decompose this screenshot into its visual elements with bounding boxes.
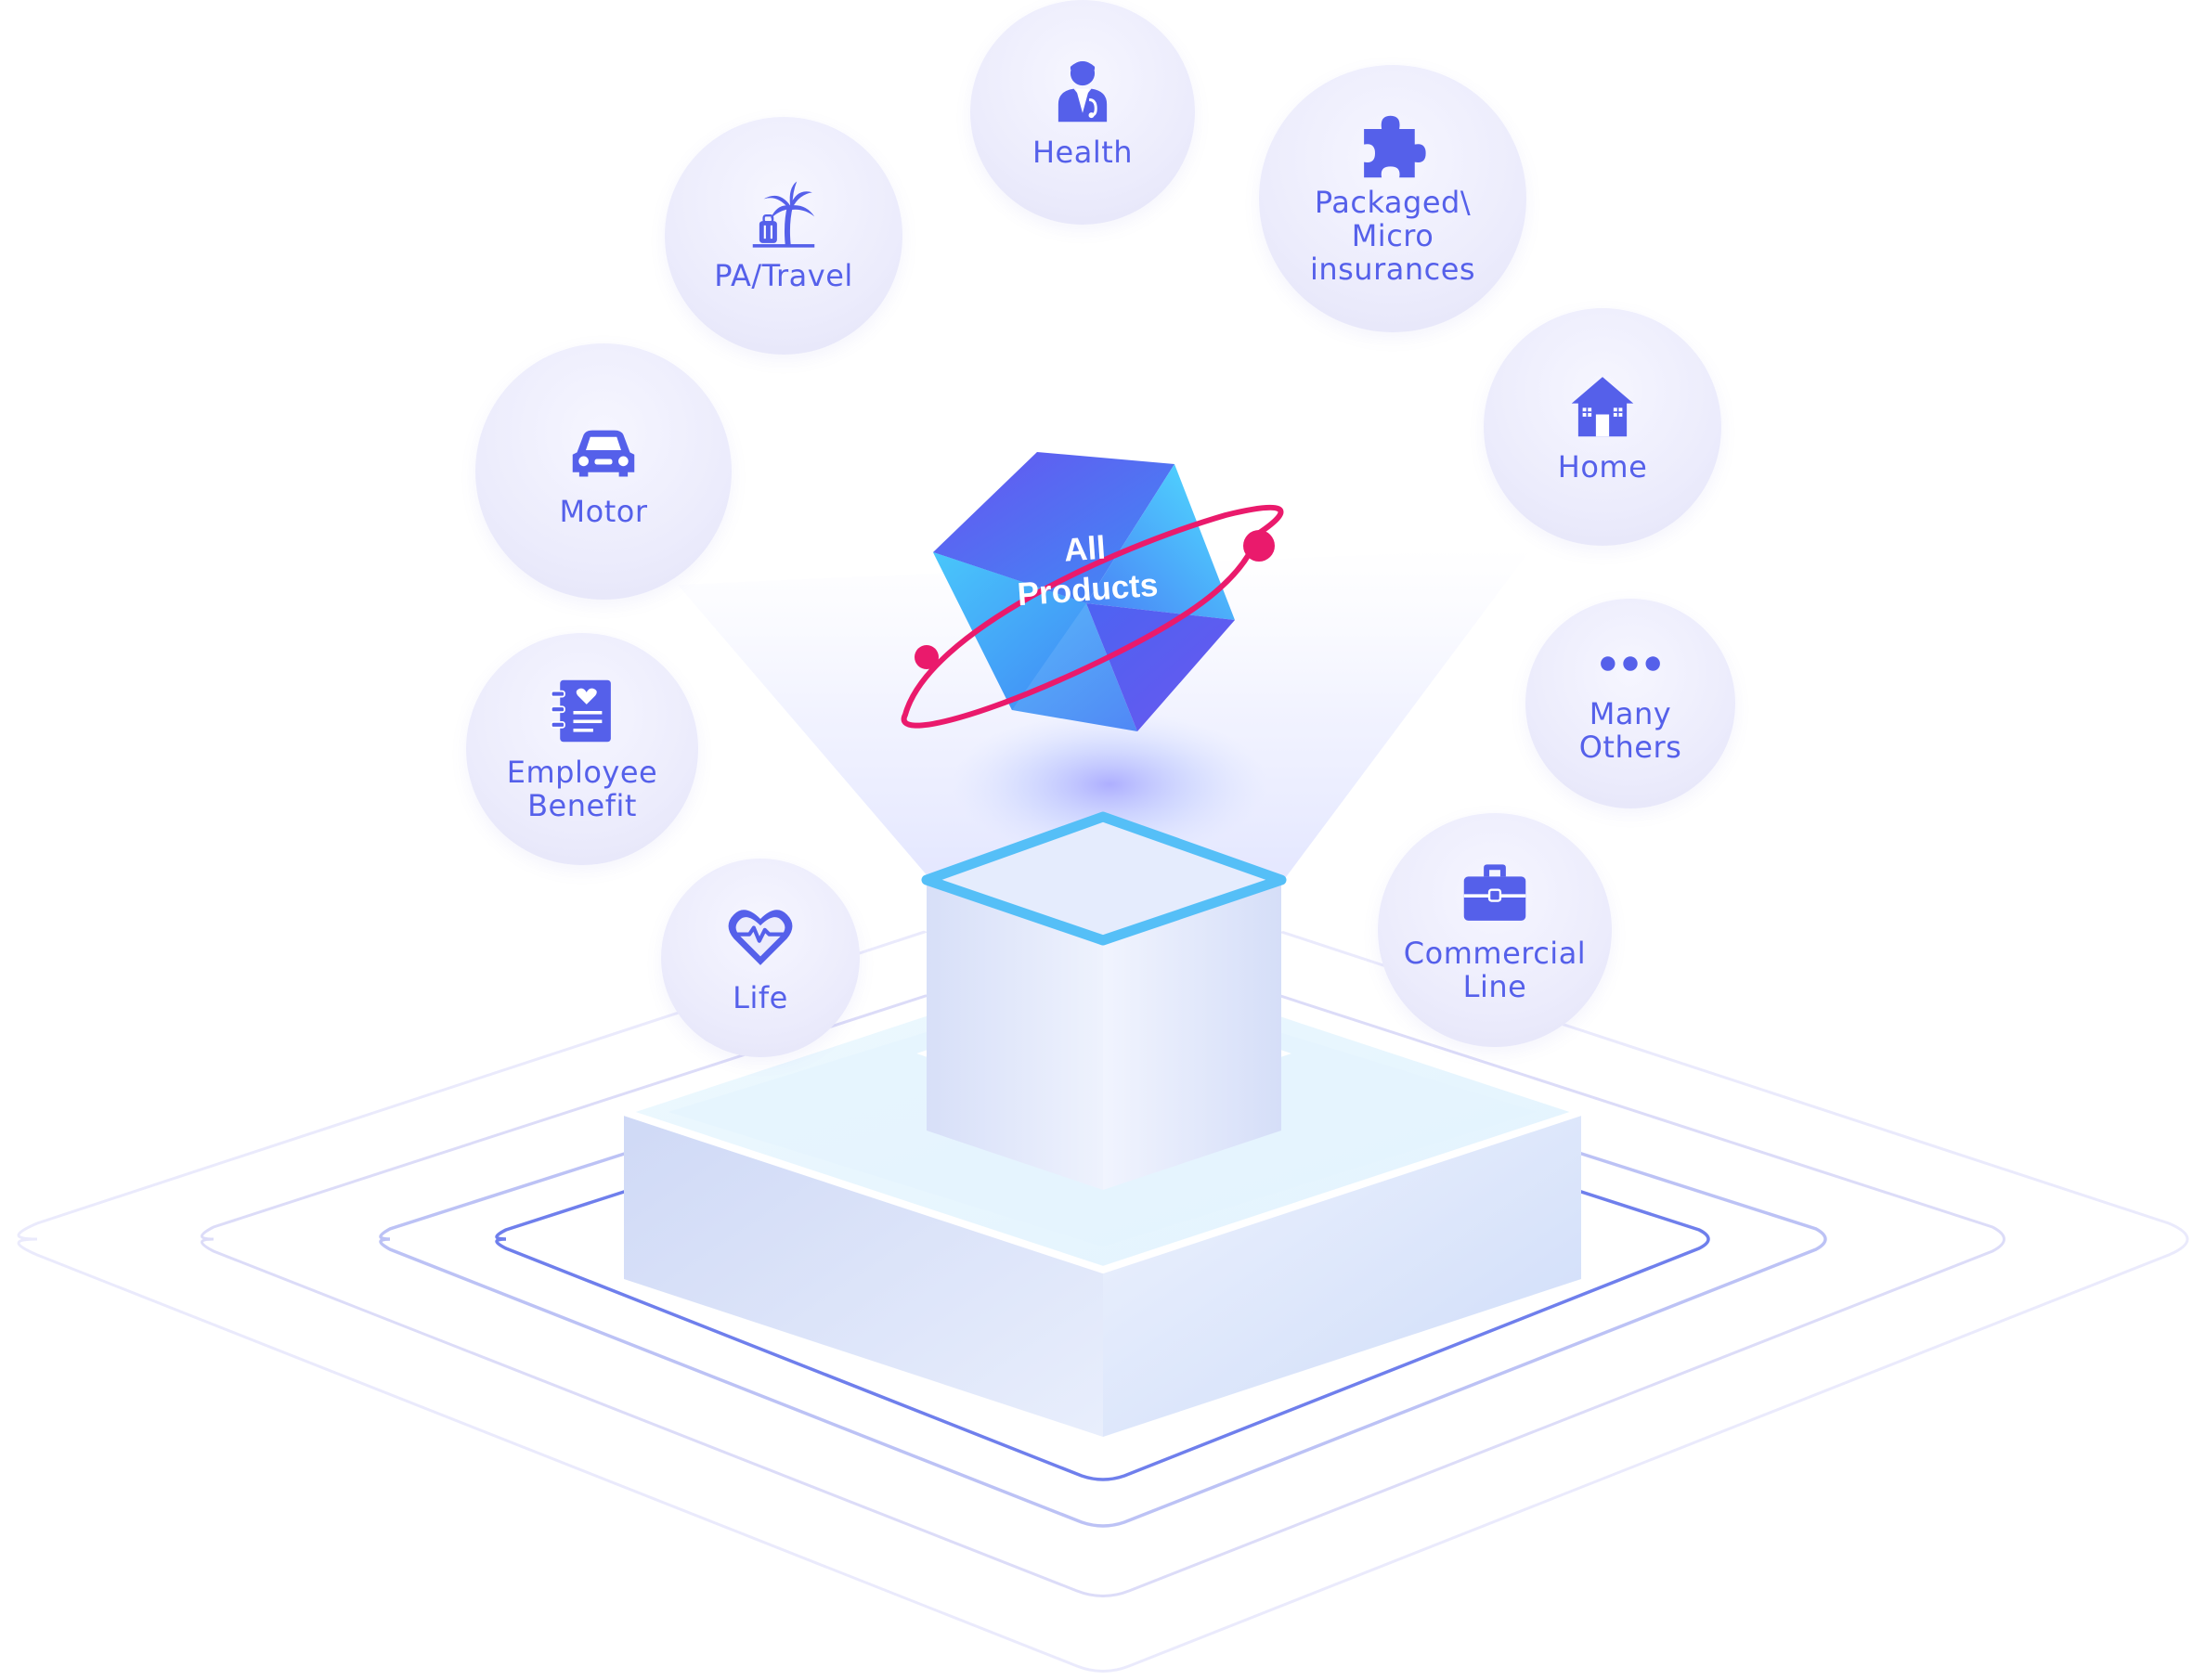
slab-stack — [916, 811, 1291, 1190]
car-icon — [572, 430, 635, 477]
puzzle-piece-icon — [1364, 115, 1426, 178]
orbit — [901, 504, 1284, 729]
house-icon — [1571, 377, 1634, 437]
doctor-icon — [1058, 60, 1108, 123]
cube-glow — [952, 710, 1267, 859]
life-label: Life — [733, 980, 788, 1015]
ring-group — [17, 875, 2189, 1673]
motor-label: Motor — [559, 494, 648, 529]
commercial-line-label: Commercial Line — [1403, 936, 1587, 1004]
outer-ring — [17, 875, 2189, 1673]
glowing-top-outline — [921, 811, 1287, 946]
ring-3 — [379, 1002, 1827, 1528]
benefit-document-icon — [550, 679, 611, 743]
orbit-dot-small — [915, 645, 939, 669]
ellipsis-icon — [1601, 656, 1660, 671]
bubble-health[interactable]: Health — [970, 0, 1195, 225]
health-label: Health — [1032, 135, 1134, 170]
bubble-packaged-micro-insurances[interactable]: Packaged\ Micro insurances — [1259, 65, 1526, 332]
bubble-motor[interactable]: Motor — [475, 343, 732, 600]
bubble-home[interactable]: Home — [1484, 308, 1721, 546]
many-others-label: Many Others — [1578, 696, 1682, 765]
heart-pulse-icon — [728, 910, 793, 965]
packaged-micro-insurances-label: Packaged\ Micro insurances — [1309, 185, 1476, 287]
ring-2 — [201, 940, 2005, 1597]
all-products-label: All Products — [1016, 529, 1160, 614]
ring-4 — [495, 1039, 1710, 1481]
bubble-commercial-line[interactable]: Commercial Line — [1378, 813, 1612, 1047]
employee-benefit-label: Employee Benefit — [506, 755, 658, 823]
bubble-life[interactable]: Life — [661, 859, 860, 1057]
slab-1-top — [921, 811, 1287, 995]
palm-tree-luggage-icon — [752, 181, 815, 248]
bubble-pa-travel[interactable]: PA/Travel — [665, 117, 902, 355]
all-products-cube — [933, 452, 1235, 731]
pa-travel-label: PA/Travel — [714, 258, 853, 293]
home-label: Home — [1557, 449, 1648, 485]
orbit-dot-large — [1243, 530, 1275, 562]
bubble-employee-benefit[interactable]: Employee Benefit — [466, 633, 698, 865]
bubble-many-others[interactable]: Many Others — [1525, 599, 1735, 808]
briefcase-icon — [1463, 864, 1526, 921]
